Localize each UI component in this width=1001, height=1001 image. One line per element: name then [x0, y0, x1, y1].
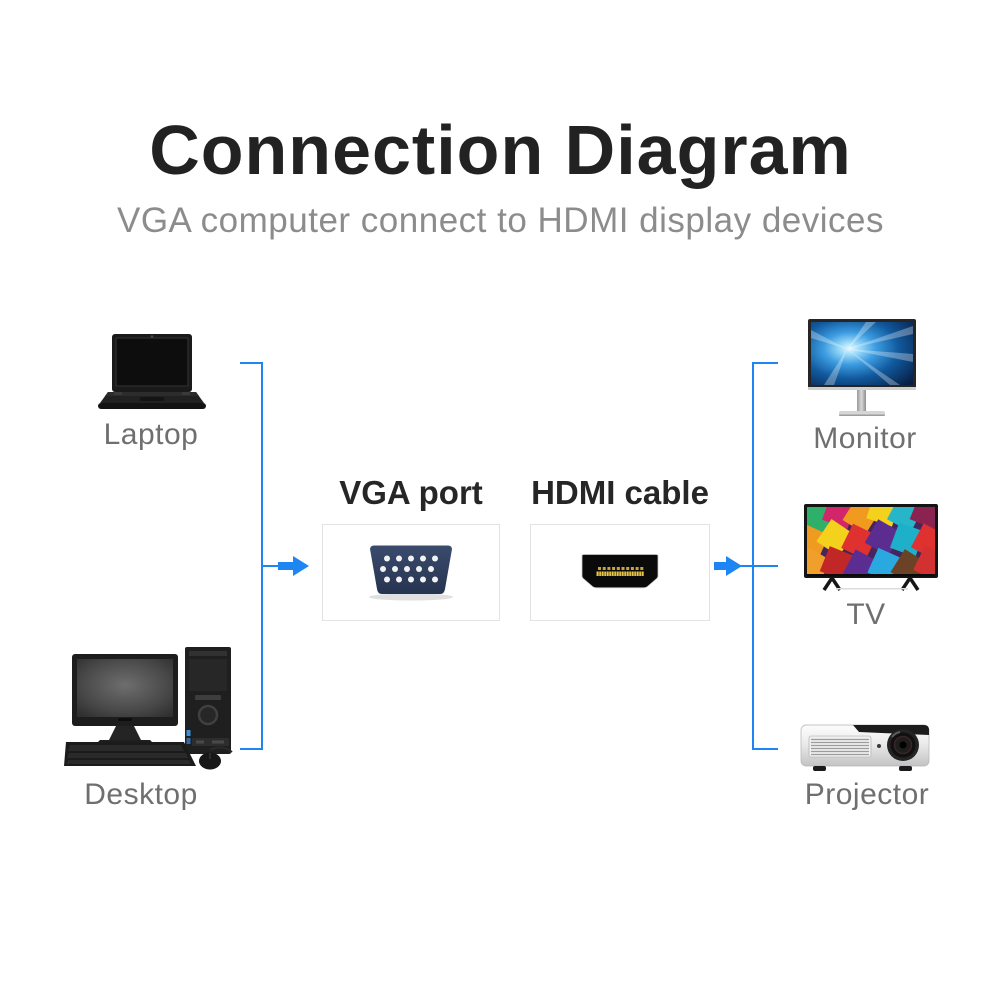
desktop-connector-line	[240, 748, 263, 750]
laptop-label: Laptop	[103, 418, 199, 451]
projector-connector-line	[752, 748, 778, 750]
hdmi-connector-icon	[581, 553, 659, 588]
tv-icon	[804, 504, 938, 591]
desktop-label: Desktop	[84, 778, 198, 811]
hdmi-cable-box	[530, 524, 710, 621]
vga-port-label: VGA port	[339, 474, 483, 511]
monitor-icon	[808, 319, 916, 416]
arrow-right-to-vga-icon	[262, 556, 309, 576]
page-title: Connection Diagram	[149, 111, 852, 189]
projector-label: Projector	[804, 778, 930, 811]
tv-label: TV	[846, 598, 886, 631]
monitor-label: Monitor	[813, 422, 917, 455]
vga-connector-icon	[369, 545, 453, 600]
page-subtitle: VGA computer connect to HDMI display dev…	[116, 201, 885, 240]
left-bracket-line	[261, 362, 263, 750]
arrow-right-to-displays-icon	[714, 556, 778, 576]
projector-icon	[800, 724, 930, 771]
laptop-connector-line	[240, 362, 263, 364]
laptop-icon	[98, 334, 206, 409]
vga-port-box	[322, 524, 500, 621]
desktop-icon	[64, 647, 233, 770]
monitor-connector-line	[752, 362, 778, 364]
right-bracket-line	[752, 362, 754, 750]
hdmi-cable-label: HDMI cable	[531, 474, 709, 511]
